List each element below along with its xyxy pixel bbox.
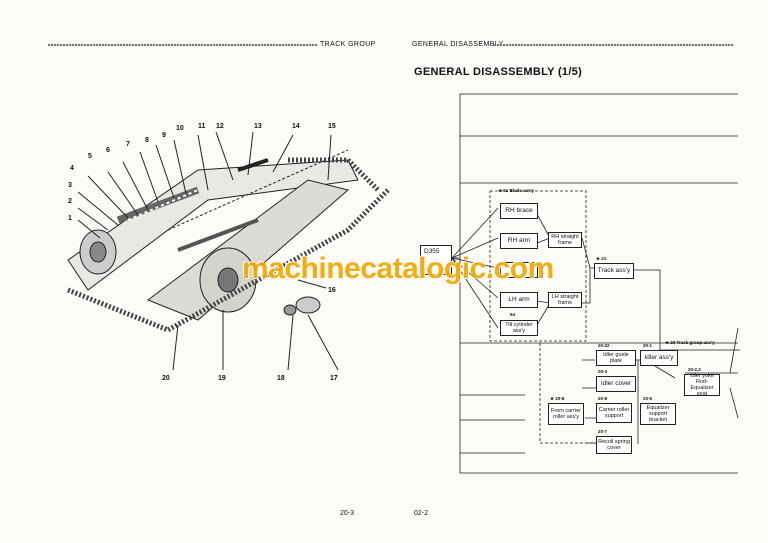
right-header: GENERAL DISASSEMBLY: [412, 41, 504, 48]
lh-straight-frame-box: LH straight frame: [548, 292, 582, 308]
equalizer-box: Equalizer support bracket: [640, 403, 676, 425]
tilt-tag: 54: [510, 312, 516, 317]
callout-17: 17: [330, 375, 338, 382]
track-tag: ★ 21: [596, 256, 607, 261]
left-header-rule: [48, 44, 318, 46]
callout-18: 18: [277, 375, 285, 382]
carrier-support-tag: 20-8: [598, 396, 608, 401]
left-header: TRACK GROUP: [320, 41, 376, 48]
callout-9: 9: [162, 132, 166, 139]
recoil-tag: 20-7: [598, 429, 608, 434]
carrier-support-box: Carrier roller support: [596, 403, 632, 423]
callout-8: 8: [145, 137, 149, 144]
callout-19: 19: [218, 375, 226, 382]
blank-box: [500, 262, 538, 278]
callout-7: 7: [126, 141, 130, 148]
callout-16: 16: [328, 287, 336, 294]
idler-assy-box: Idler ass'y: [640, 350, 678, 366]
right-page-number: 02-2: [414, 510, 429, 517]
carrier-tag: ★ 20-8: [550, 396, 565, 401]
callout-4: 4: [70, 165, 74, 172]
idler-guide-box: Idler guide plate: [596, 350, 636, 366]
recoil-box: Recoil spring cover: [596, 436, 632, 454]
idler-guide-tag: 20-22: [598, 343, 610, 348]
callout-11: 11: [198, 123, 206, 130]
equalizer-tag: 20-6: [643, 396, 653, 401]
idler-yoke-tag: 20-2,3: [688, 367, 701, 372]
rh-arm-box: RH arm: [500, 233, 538, 249]
disassembly-flow-lines: [440, 93, 740, 474]
carrier-roller-box: From carrier roller ass'y: [548, 403, 584, 425]
track-illustration: [67, 131, 390, 371]
callout-15: 15: [328, 123, 336, 130]
tilt-cylinder-box: Tilt cylinder ass'y: [500, 320, 538, 336]
callout-20: 20: [162, 375, 170, 382]
rh-straight-frame-box: RH straight frame: [548, 232, 582, 248]
callout-10: 10: [176, 125, 184, 132]
watermark: machinecatalogic.com: [242, 252, 554, 285]
idler-cover-tag: 20-4: [598, 369, 608, 374]
right-header-rule: [494, 44, 734, 46]
idler-assy-tag: 20-1: [643, 343, 653, 348]
callout-2: 2: [68, 198, 72, 205]
callout-12: 12: [216, 123, 224, 130]
left-page-number: 20-3: [340, 510, 355, 517]
blade-tag: ★ 61 Blade ass'y: [498, 188, 535, 193]
track-assy-box: Track ass'y: [594, 263, 634, 279]
callout-5: 5: [88, 153, 92, 160]
start-box: D355: [420, 245, 452, 275]
track-group-tag: ★ 20 Track group ass'y: [665, 340, 715, 345]
idler-yoke-box: Idler yoke Rod-Equalizer seat: [684, 373, 720, 397]
page-title: GENERAL DISASSEMBLY (1/5): [414, 66, 583, 78]
rh-brace-box: RH brace: [500, 203, 538, 219]
callout-3: 3: [68, 182, 72, 189]
lh-arm-box: LH arm: [500, 292, 538, 308]
callout-6: 6: [106, 147, 110, 154]
callout-13: 13: [254, 123, 262, 130]
idler-cover-box: Idler cover: [596, 376, 636, 392]
callout-1: 1: [68, 215, 72, 222]
callout-14: 14: [292, 123, 300, 130]
